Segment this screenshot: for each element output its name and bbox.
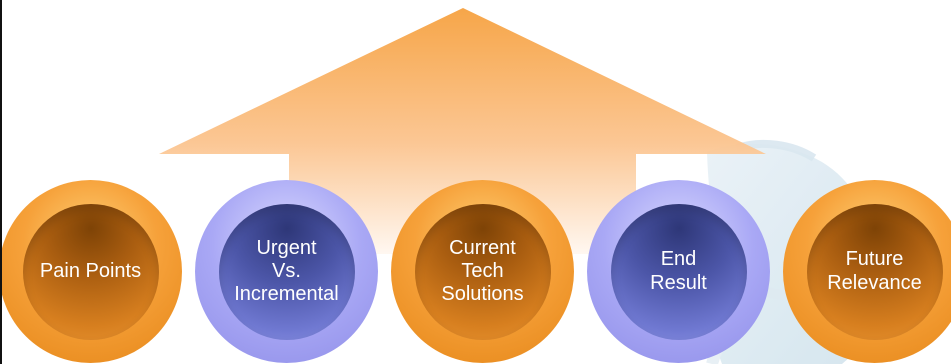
circle-inner-current-tech-solutions: Current Tech Solutions (414, 203, 551, 340)
circle-inner-pain-points: Pain Points (22, 203, 159, 340)
circle-inner-end-result: End Result (610, 203, 747, 340)
label-end-result: End Result (650, 248, 707, 294)
label-future-relevance: Future Relevance (827, 248, 922, 294)
label-current-tech-solutions: Current Tech Solutions (441, 236, 524, 306)
label-pain-points: Pain Points (39, 259, 142, 282)
circle-urgent-vs-incremental: Urgent Vs. Incremental (195, 180, 378, 363)
circle-inner-future-relevance: Future Relevance (806, 203, 943, 340)
circle-inner-urgent-vs-incremental: Urgent Vs. Incremental (218, 203, 355, 340)
circle-current-tech-solutions: Current Tech Solutions (391, 180, 574, 363)
circle-pain-points: Pain Points (2, 180, 182, 363)
label-urgent-vs-incremental: Urgent Vs. Incremental (234, 236, 339, 306)
circle-end-result: End Result (587, 180, 770, 363)
circle-future-relevance: Future Relevance (783, 180, 951, 363)
